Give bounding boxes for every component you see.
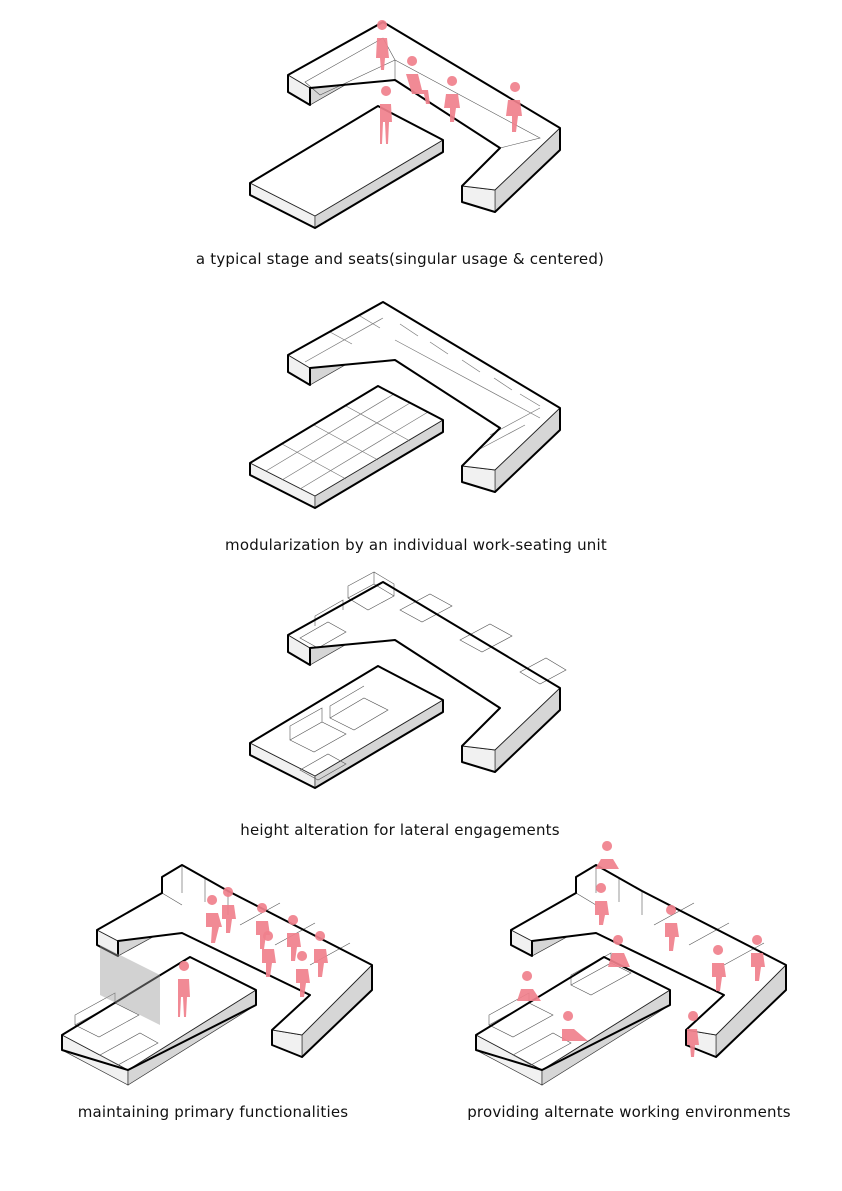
diagram-panel-height-alteration: height alteration for lateral engagement… xyxy=(0,560,842,845)
caption-primary-functionalities: maintaining primary functionalities xyxy=(77,1103,349,1121)
caption-height-alteration: height alteration for lateral engagement… xyxy=(240,821,560,839)
height-alteration-drawing xyxy=(249,571,567,789)
diagram-panel-modularization: modularization by an individual work-sea… xyxy=(0,280,842,560)
screen-partition-icon xyxy=(100,945,160,1025)
alternate-environments-drawing xyxy=(475,841,787,1086)
stage-seats-drawing xyxy=(249,20,561,229)
diagram-panel-primary-functionalities: maintaining primary functionalities xyxy=(0,845,421,1191)
caption-alternate-environments: providing alternate working environments xyxy=(467,1103,791,1121)
person-silhouette-icon xyxy=(178,887,328,1017)
modularization-drawing xyxy=(249,301,561,509)
primary-functionalities-drawing xyxy=(61,864,373,1086)
person-silhouette-icon xyxy=(517,841,765,1057)
diagram-panel-typical-stage: a typical stage and seats(singular usage… xyxy=(0,0,842,280)
diagram-panel-alternate-environments: providing alternate working environments xyxy=(421,841,842,1191)
person-silhouette-icon xyxy=(376,20,522,144)
caption-modularization: modularization by an individual work-sea… xyxy=(225,536,607,554)
caption-typical-stage: a typical stage and seats(singular usage… xyxy=(195,250,605,268)
